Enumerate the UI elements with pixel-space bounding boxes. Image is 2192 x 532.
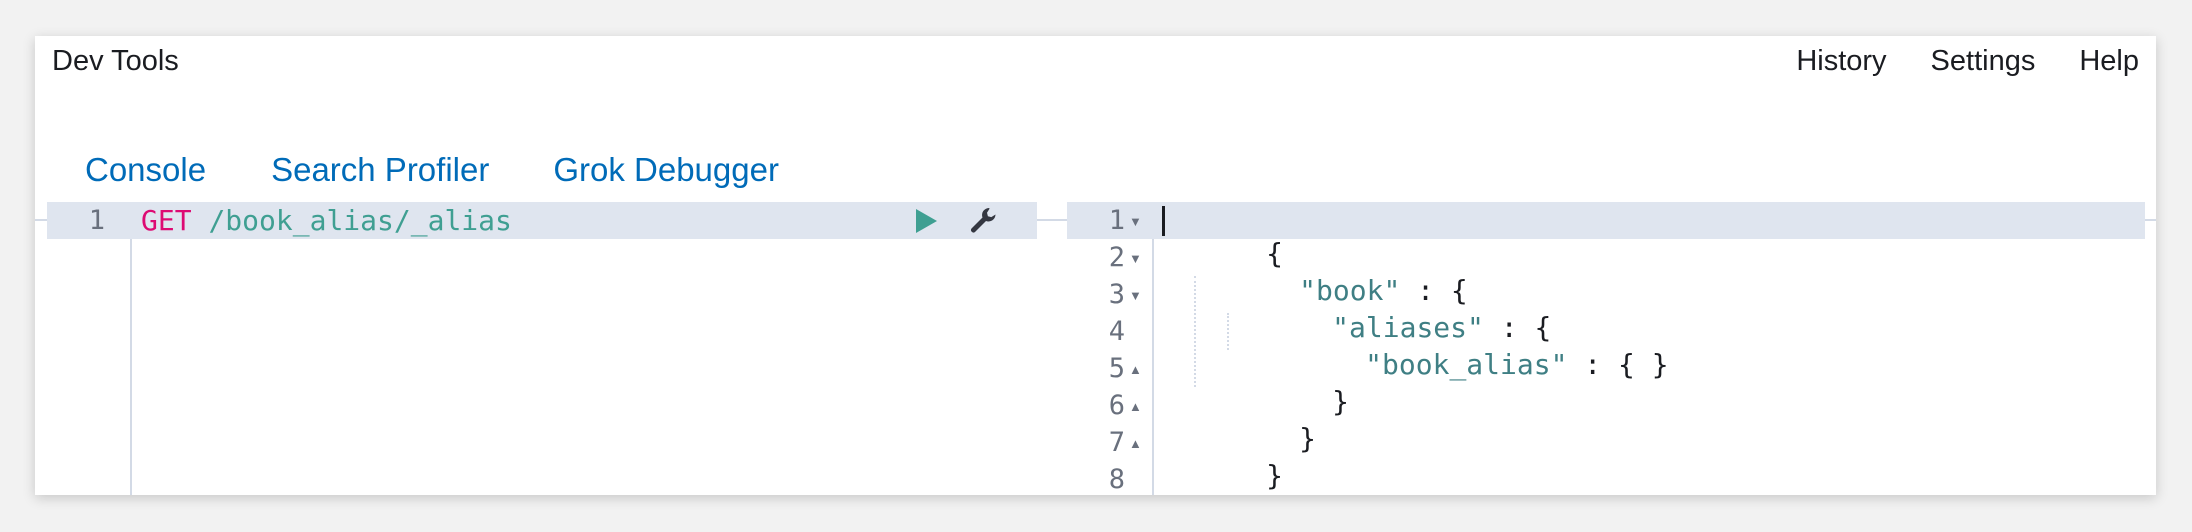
tab-search-profiler[interactable]: Search Profiler <box>271 151 490 188</box>
response-line: "aliases" : { <box>1231 278 1551 377</box>
response-line: "book" : { <box>1198 241 1468 340</box>
response-line-number: 3 <box>1108 279 1125 310</box>
response-line-number: 8 <box>1108 464 1125 495</box>
play-icon[interactable] <box>911 206 941 236</box>
request-active-line <box>47 202 1037 239</box>
top-bar: Dev Tools History Settings Help <box>35 36 2156 86</box>
brace-close: } <box>1266 459 1284 492</box>
response-line: } <box>1198 389 1316 488</box>
response-line-number: 2 <box>1108 242 1125 273</box>
response-line-number: 1 <box>1108 205 1125 236</box>
settings-link[interactable]: Settings <box>1930 45 2036 77</box>
response-line-number: 4 <box>1108 316 1125 347</box>
indent-guide <box>1227 313 1229 350</box>
json-punct: : { <box>1400 274 1468 307</box>
indent-guide <box>1194 276 1196 387</box>
brace-close: } <box>1332 385 1350 418</box>
json-key: "book" <box>1299 274 1401 307</box>
brace-open: { <box>1266 237 1284 270</box>
dev-tools-window: Dev Tools History Settings Help Console … <box>35 36 2156 495</box>
response-line: { <box>1165 204 1283 303</box>
request-method: GET <box>141 204 192 237</box>
response-line-number: 5 <box>1108 353 1125 384</box>
fold-collapse-icon[interactable]: ▼ <box>1129 214 1142 229</box>
json-key: "book_alias" <box>1365 348 1568 381</box>
top-links: History Settings Help <box>1796 45 2139 78</box>
response-line: } <box>1231 352 1349 451</box>
brace-close: } <box>1299 422 1317 455</box>
app-title: Dev Tools <box>52 45 179 77</box>
text-cursor <box>1162 206 1165 236</box>
response-line-number: 6 <box>1108 390 1125 421</box>
fold-collapse-icon[interactable]: ▼ <box>1129 251 1142 266</box>
json-punct: : { } <box>1567 348 1669 381</box>
response-line-number: 7 <box>1108 427 1125 458</box>
request-actions <box>911 206 999 236</box>
json-punct: : { <box>1483 311 1552 344</box>
response-line: } <box>1165 426 1283 525</box>
json-key: "aliases" <box>1332 311 1484 344</box>
response-editor[interactable]: 1 2 3 4 5 6 7 8 ▼ ▼ ▼ ▲ ▲ ▲ { "book" : {… <box>1067 202 2145 495</box>
tab-grok-debugger[interactable]: Grok Debugger <box>553 151 779 188</box>
fold-end-icon[interactable]: ▲ <box>1129 436 1142 451</box>
fold-collapse-icon[interactable]: ▼ <box>1129 288 1142 303</box>
response-gutter <box>1067 202 1154 495</box>
request-path: /book_alias/_alias <box>208 204 512 237</box>
request-text[interactable]: GET /book_alias/_alias <box>141 204 512 237</box>
request-line-number: 1 <box>88 205 105 236</box>
response-line: "book_alias" : { } <box>1264 315 1669 414</box>
fold-end-icon[interactable]: ▲ <box>1129 362 1142 377</box>
response-active-line <box>1067 202 2145 239</box>
fold-end-icon[interactable]: ▲ <box>1129 399 1142 414</box>
history-link[interactable]: History <box>1796 45 1887 77</box>
request-editor[interactable]: 1 GET /book_alias/_alias <box>47 202 1037 495</box>
request-gutter <box>47 202 132 495</box>
wrench-icon[interactable] <box>969 206 999 236</box>
help-link[interactable]: Help <box>2079 45 2139 77</box>
